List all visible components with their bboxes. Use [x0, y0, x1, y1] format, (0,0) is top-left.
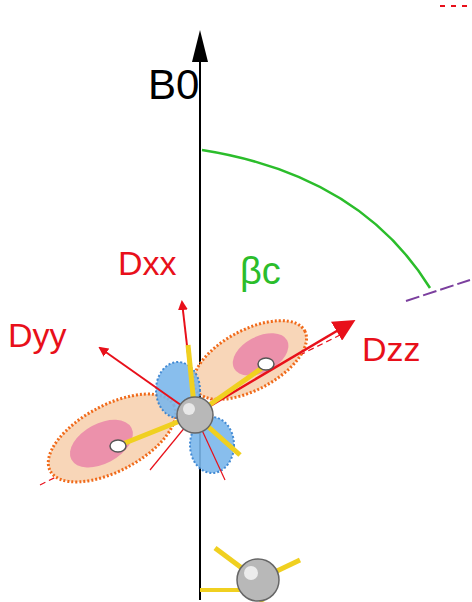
field-label: B0 [148, 64, 199, 106]
axis-label: Dyy [8, 318, 67, 352]
angle-label: βc [240, 252, 281, 290]
axis-label: Dzz [362, 332, 421, 366]
axis-label: Dxx [118, 246, 177, 280]
